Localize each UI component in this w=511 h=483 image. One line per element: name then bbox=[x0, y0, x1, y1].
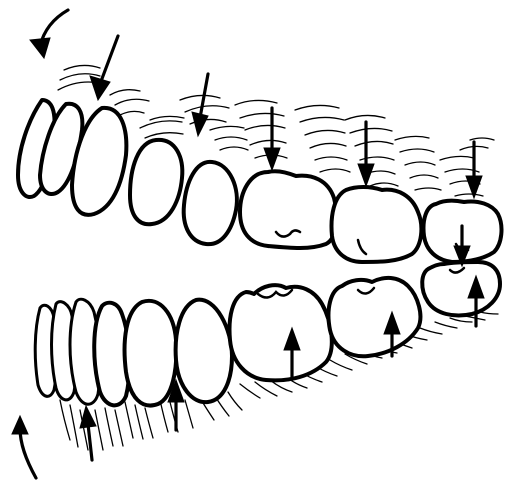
arrow-up-1 bbox=[80, 406, 96, 460]
lower-tooth-8 bbox=[329, 278, 421, 356]
arrow-down-4 bbox=[358, 122, 374, 186]
upper-tooth-4 bbox=[130, 140, 182, 224]
rotation-arrow-lower bbox=[12, 416, 36, 478]
arrow-down-3 bbox=[264, 108, 280, 170]
rotation-arrow-upper bbox=[30, 10, 68, 58]
arrow-down-1 bbox=[90, 36, 118, 100]
upper-arch bbox=[18, 100, 501, 262]
arrow-down-2 bbox=[192, 74, 208, 136]
upper-tooth-5 bbox=[184, 162, 237, 244]
lower-tooth-6 bbox=[176, 300, 232, 402]
lower-tooth-7 bbox=[230, 285, 332, 380]
lower-arch bbox=[35, 262, 500, 406]
lower-tooth-5 bbox=[125, 301, 177, 406]
upper-tooth-7 bbox=[332, 187, 422, 262]
